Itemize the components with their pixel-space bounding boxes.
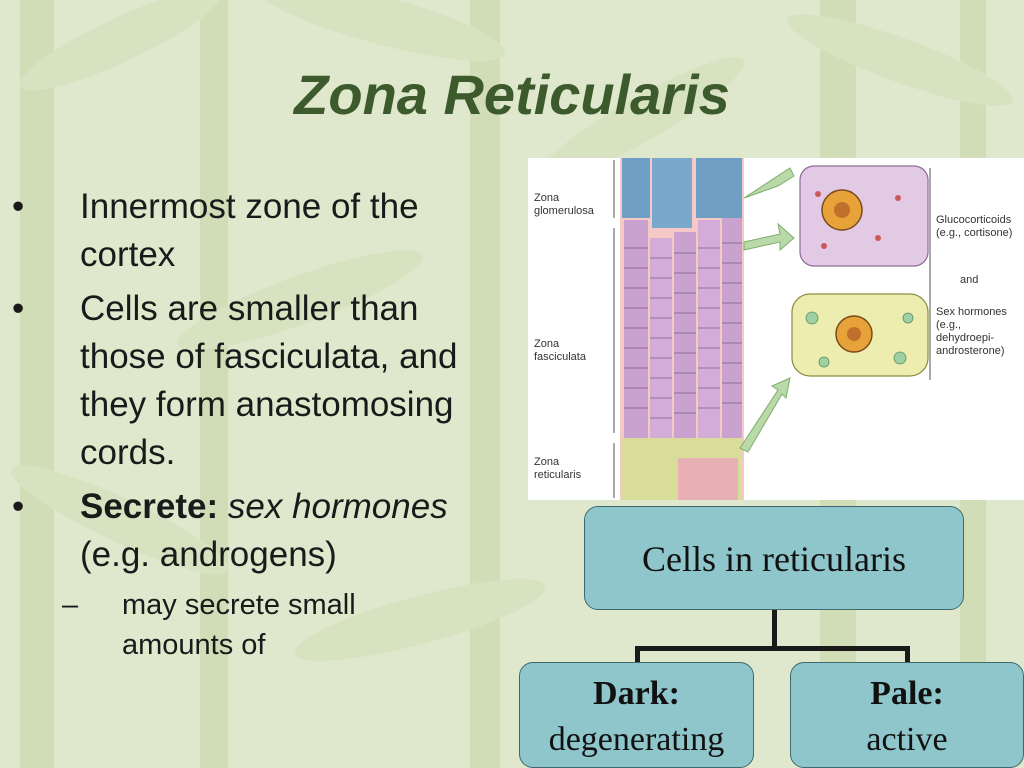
connector-right	[905, 646, 910, 664]
bullet-symbol: •	[12, 187, 25, 226]
cells-in-reticularis-box: Cells in reticularis	[584, 506, 964, 610]
pale-cells-box: Pale: active	[790, 662, 1024, 768]
slide-title: Zona Reticularis	[294, 63, 730, 126]
bullet-bold-text: Secrete:	[80, 487, 219, 526]
label-and: and	[960, 274, 979, 286]
histology-illustration	[613, 158, 931, 500]
bullet-text: (e.g. androgens)	[80, 535, 337, 574]
connector-horizontal	[635, 646, 910, 651]
connector-left	[635, 646, 640, 664]
sub-bullet-text: may secrete small amounts of	[122, 589, 356, 661]
bullet-text: Innermost zone of the cortex	[80, 187, 419, 274]
bullet-item: • Secrete: sex hormones (e.g. androgens)	[0, 483, 470, 579]
bullet-symbol: •	[12, 487, 25, 526]
connector-vertical	[772, 610, 777, 648]
bullet-italic-text: sex hormones	[227, 487, 448, 526]
bullet-item: • Cells are smaller than those of fascic…	[0, 285, 470, 477]
sub-bullet-symbol: –	[62, 589, 79, 621]
bullet-item: • Innermost zone of the cortex	[0, 183, 470, 279]
dark-subtitle: degenerating	[548, 721, 725, 758]
pale-title: Pale:	[870, 675, 944, 712]
bullet-list: • Innermost zone of the cortex • Cells a…	[0, 183, 470, 665]
sub-bullet-item: – may secrete small amounts of	[0, 585, 470, 665]
dark-cells-box: Dark: degenerating	[519, 662, 754, 768]
label-glucocorticoids: Glucocorticoids (e.g., cortisone)	[936, 214, 1013, 239]
bullet-text: Cells are smaller than those of fascicul…	[80, 289, 458, 472]
adrenal-cortex-figure: Zona glomerulosa Zona fasciculata Zona r…	[528, 158, 1024, 500]
bullet-symbol: •	[12, 289, 25, 328]
pale-subtitle: active	[866, 721, 948, 758]
dark-title: Dark:	[593, 675, 680, 712]
label-zona-reticularis: Zona reticularis	[534, 456, 582, 481]
label-sex-hormones: Sex hormones (e.g., dehydroepi- androste…	[936, 306, 1007, 357]
label-zona-fasciculata: Zona fasciculata	[534, 338, 586, 363]
label-zona-glomerulosa: Zona glomerulosa	[534, 192, 594, 217]
